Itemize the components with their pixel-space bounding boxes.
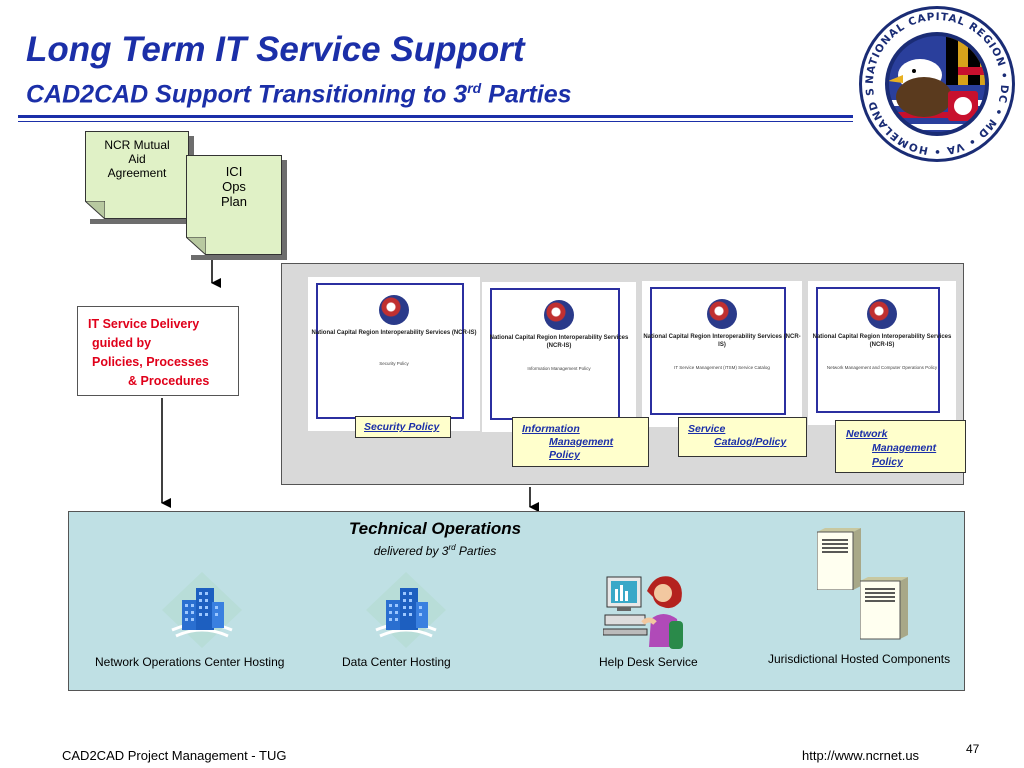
ncr-homeland-security-seal-logo: NATIONAL CAPITAL REGION • DC • MD • VA •… xyxy=(858,5,1015,162)
label-line: Policy xyxy=(872,456,903,468)
footer-url-link[interactable]: http://www.ncrnet.us xyxy=(802,748,920,763)
ncr-mutual-aid-agreement-note: NCR Mutual Aid Agreement xyxy=(85,131,189,219)
information-management-policy-document: National Capital Region Interoperability… xyxy=(482,282,636,432)
footer-project-name: CAD2CAD Project Management - TUG xyxy=(62,748,287,763)
jurisdictional-components-caption: Jurisdictional Hosted Components xyxy=(768,652,951,666)
server-icon xyxy=(860,577,908,640)
page-number: 47 xyxy=(966,742,980,756)
document-border xyxy=(650,287,786,415)
document-policy-name: IT Service Management (ITSM) Service Cat… xyxy=(674,365,770,370)
document-policy-name: Information Management Policy xyxy=(527,366,591,371)
seal-icon xyxy=(867,299,897,329)
label-line: Policy xyxy=(549,449,580,461)
document-policy-name: Security Policy xyxy=(379,361,409,366)
label-line: Security Policy xyxy=(364,421,440,433)
technical-operations-title: Technical Operations xyxy=(348,519,522,538)
technical-operations-subtitle: delivered by 3rd Parties xyxy=(300,543,570,558)
office-building-icon xyxy=(366,572,446,648)
page-subtitle: CAD2CAD Support Transitioning to 3rd Par… xyxy=(26,80,572,109)
tech-subtitle-superscript: rd xyxy=(448,543,456,552)
ici-ops-plan-note: ICI Ops Plan xyxy=(186,155,282,255)
label-line: Catalog/Policy xyxy=(714,436,787,448)
note-line: NCR Mutual xyxy=(104,138,170,152)
title-rule-thin xyxy=(18,121,853,122)
network-management-policy-label: Network Management Policy xyxy=(835,420,966,473)
note-line: Aid xyxy=(128,152,146,166)
noc-hosting-caption: Network Operations Center Hosting xyxy=(95,655,285,669)
service-catalog-document: National Capital Region Interoperability… xyxy=(642,281,802,427)
label-line: Information xyxy=(522,423,580,435)
document-header: National Capital Region Interoperability… xyxy=(643,334,801,348)
subtitle-superscript: rd xyxy=(467,80,482,96)
note-line: Agreement xyxy=(107,166,167,180)
label-line: Service xyxy=(688,423,726,435)
page-fold-icon xyxy=(85,201,105,219)
security-policy-label: Security Policy xyxy=(355,416,451,438)
document-border xyxy=(816,287,940,413)
subtitle-main: CAD2CAD Support Transitioning to 3 xyxy=(26,80,468,109)
document-header: National Capital Region Interoperability… xyxy=(489,335,629,349)
it-delivery-line: guided by xyxy=(92,336,152,350)
server-icon xyxy=(817,528,861,590)
information-management-policy-label: Information Management Policy xyxy=(512,417,649,467)
help-desk-service-caption: Help Desk Service xyxy=(599,655,698,669)
it-service-delivery-box: IT Service Delivery guided by Policies, … xyxy=(77,306,239,396)
office-building-icon xyxy=(162,572,242,648)
security-policy-document: National Capital Region Interoperability… xyxy=(308,277,480,431)
document-header: National Capital Region Interoperability… xyxy=(812,334,952,348)
label-line: Management xyxy=(872,442,937,454)
page-fold-icon xyxy=(186,237,206,255)
label-line: Management xyxy=(549,436,614,448)
help-desk-operator-icon xyxy=(603,576,683,649)
service-catalog-policy-label: Service Catalog/Policy xyxy=(678,417,807,457)
page-title: Long Term IT Service Support xyxy=(26,30,525,69)
data-center-hosting-caption: Data Center Hosting xyxy=(342,655,451,669)
it-delivery-line: & Procedures xyxy=(128,374,210,388)
note-line: ICI xyxy=(225,164,243,179)
document-policy-name: Network Management and Computer Operatio… xyxy=(826,365,938,370)
it-delivery-line: IT Service Delivery xyxy=(88,317,200,331)
title-rule xyxy=(18,115,853,118)
network-management-policy-document: National Capital Region Interoperability… xyxy=(808,281,956,425)
note-line: Ops xyxy=(222,179,246,194)
seal-icon xyxy=(544,300,574,330)
tech-subtitle-main: delivered by 3 xyxy=(373,544,449,558)
it-delivery-line: Policies, Processes xyxy=(92,355,209,369)
subtitle-end: Parties xyxy=(481,80,572,109)
seal-icon xyxy=(379,295,409,325)
document-header: National Capital Region Interoperability… xyxy=(311,330,477,336)
note-line: Plan xyxy=(220,194,248,209)
tech-subtitle-end: Parties xyxy=(455,544,497,558)
seal-icon xyxy=(707,299,737,329)
label-line: Network xyxy=(846,428,888,440)
